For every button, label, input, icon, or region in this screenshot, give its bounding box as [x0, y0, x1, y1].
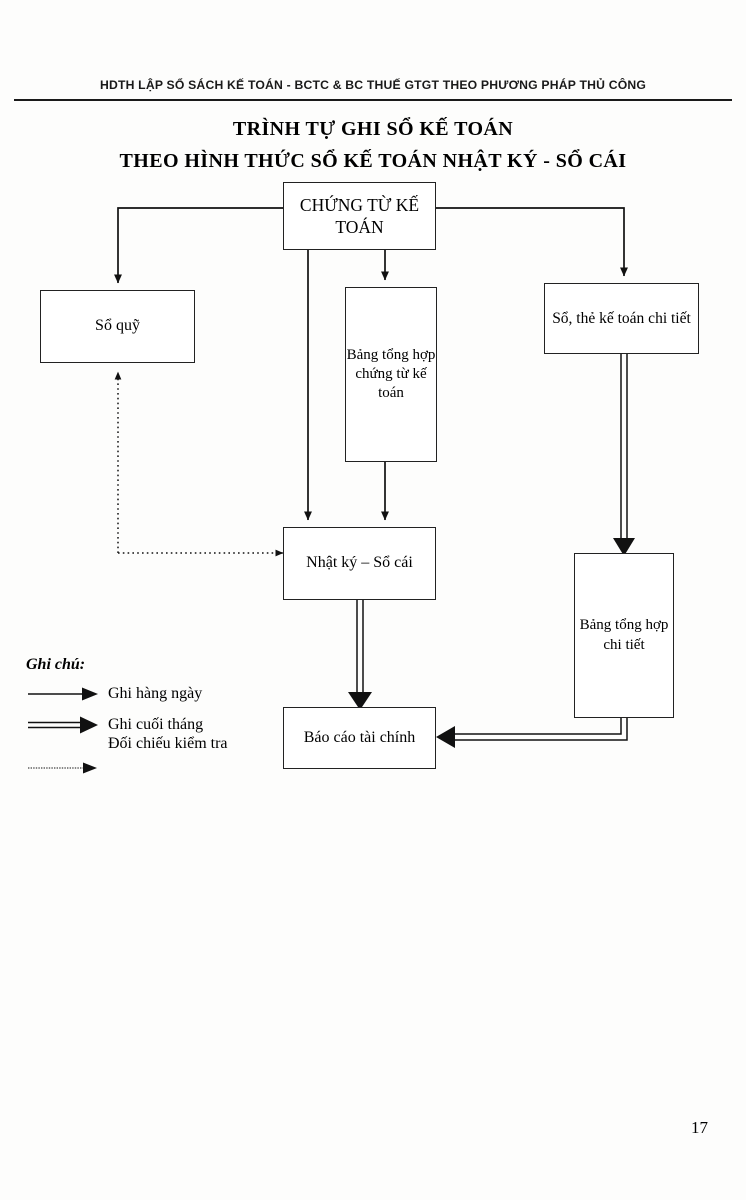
- node-nhat-ky-so-cai: Nhật ký – Sổ cái: [283, 527, 436, 600]
- header-divider: [14, 99, 732, 101]
- node-bao-cao-tai-chinh: Báo cáo tài chính: [283, 707, 436, 769]
- running-header: HDTH LẬP SỔ SÁCH KẾ TOÁN - BCTC & BC THU…: [99, 78, 647, 92]
- legend-label: Ghi hàng ngày: [108, 685, 203, 702]
- node-label: Sổ, thẻ kế toán chi tiết: [552, 309, 691, 327]
- cross-check-arrow-icon: [28, 762, 97, 774]
- legend-title: Ghi chú:: [26, 656, 86, 673]
- node-bang-tong-hop-chung-tu: Bảng tổng hợp chứng từ kế toán: [345, 287, 437, 462]
- daily-arrow-icon: [28, 687, 98, 701]
- edge-chungtu-soquy: [114, 207, 283, 284]
- node-label: CHỨNG TỪ KẾ TOÁN: [299, 194, 420, 237]
- arrowhead-bangct-baocao: [436, 726, 455, 748]
- node-label: Sổ quỹ: [95, 317, 140, 335]
- node-bang-tong-hop-chi-tiet: Bảng tổng hợp chi tiết: [574, 553, 674, 718]
- legend-item-daily: Ghi hàng ngày: [26, 685, 276, 716]
- node-so-quy: Sổ quỹ: [40, 290, 195, 363]
- node-so-the-ke-toan-chi-tiet: Sổ, thẻ kế toán chi tiết: [544, 283, 699, 354]
- legend-label: Đối chiếu kiểm tra: [108, 735, 228, 752]
- node-label: Báo cáo tài chính: [303, 728, 416, 746]
- node-label: Bảng tổng hợp chứng từ kế toán: [346, 346, 436, 402]
- legend-item-month-end: Ghi cuối tháng: [26, 716, 276, 747]
- node-chung-tu-ke-toan: CHỨNG TỪ KẾ TOÁN: [283, 182, 436, 250]
- month-end-double-arrow-icon: [28, 716, 98, 734]
- edge-bangct-baocao-a: [452, 718, 622, 735]
- page-title-line-1: TRÌNH TỰ GHI SỔ KẾ TOÁN: [232, 118, 514, 140]
- legend: Ghi chú: Ghi hàng ngày Ghi cuối tháng Đố…: [26, 656, 276, 778]
- edge-chungtu-sothe: [436, 207, 628, 277]
- edge-bangct-baocao-b: [452, 718, 628, 741]
- legend-label: Ghi cuối tháng: [108, 716, 204, 733]
- node-label: Bảng tổng hợp chi tiết: [579, 617, 669, 653]
- page-title-line-2: THEO HÌNH THỨC SỔ KẾ TOÁN NHẬT KÝ - SỔ C…: [119, 150, 627, 172]
- page-number: 17: [691, 1118, 708, 1137]
- node-label: Nhật ký – Sổ cái: [306, 554, 413, 572]
- legend-item-cross-check: Đối chiếu kiểm tra: [26, 735, 276, 778]
